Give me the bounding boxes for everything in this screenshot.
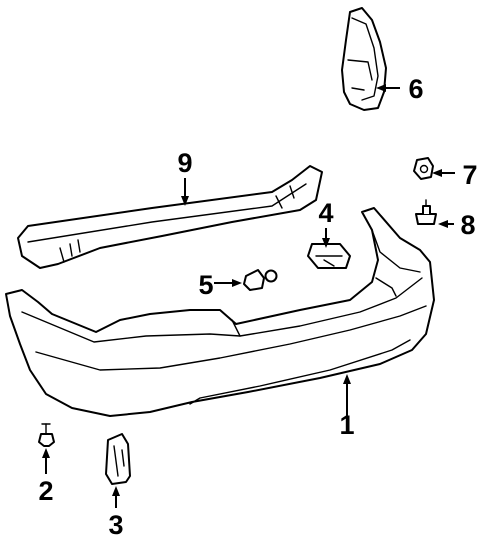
callout-9: 9 <box>177 148 192 178</box>
part-2-bolt <box>38 423 55 447</box>
callout-1: 1 <box>339 410 354 440</box>
callout-5: 5 <box>198 270 213 300</box>
arrowhead-3 <box>112 486 120 496</box>
callout-2: 2 <box>38 476 53 506</box>
callout-8: 8 <box>460 210 475 240</box>
callout-numbers: 1 2 3 4 5 6 7 8 9 <box>38 74 477 540</box>
arrowhead-9 <box>181 196 189 206</box>
part-1-bumper-cover <box>5 207 435 417</box>
callout-6: 6 <box>408 74 423 104</box>
callout-7: 7 <box>462 160 477 190</box>
part-4-retainer <box>307 243 351 269</box>
callout-4: 4 <box>318 198 333 228</box>
arrowhead-6 <box>376 84 386 92</box>
arrowhead-2 <box>42 448 50 458</box>
arrowhead-4 <box>322 238 330 248</box>
part-7-clip <box>413 157 434 180</box>
part-5-clip <box>243 269 278 291</box>
part-8-fastener <box>415 199 437 225</box>
arrowhead-7 <box>432 169 442 177</box>
callout-3: 3 <box>108 510 123 540</box>
part-3-bracket <box>105 433 131 485</box>
arrowhead-8 <box>438 220 448 228</box>
part-6-side-bracket <box>341 7 387 111</box>
arrowhead-1 <box>343 374 351 384</box>
callout-leaders <box>42 84 455 508</box>
arrowhead-5 <box>232 279 242 287</box>
part-9-reinforcement <box>17 165 323 269</box>
